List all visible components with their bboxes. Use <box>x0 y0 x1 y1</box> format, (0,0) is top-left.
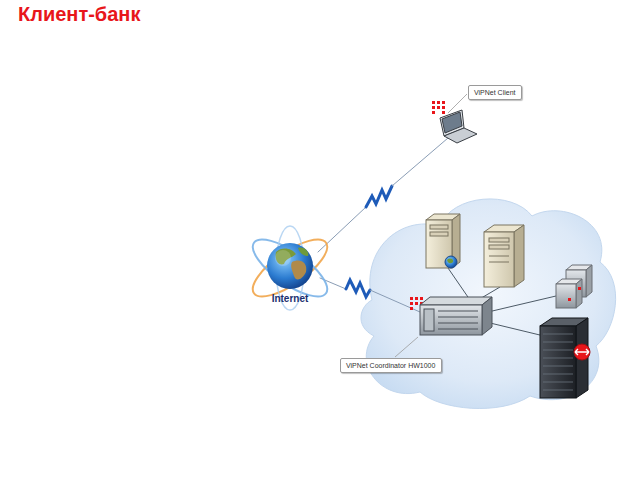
internet-globe <box>245 226 335 310</box>
server-tower <box>484 225 524 287</box>
storage-rack <box>540 318 590 398</box>
callout-label: ViPNet Client <box>468 85 522 100</box>
server-group <box>556 265 592 308</box>
web-server <box>426 214 460 268</box>
callout-label: ViPNet Coordinator HW1000 <box>340 358 442 373</box>
network-cloud <box>361 199 616 409</box>
slide-title: Клиент-банк <box>18 3 140 26</box>
node-label: ViPNet Client <box>474 88 516 97</box>
node-label: ViPNet Coordinator HW1000 <box>346 361 436 370</box>
node-label: Internet <box>271 293 310 305</box>
laptop-icon <box>440 110 477 143</box>
coordinator-device <box>420 297 492 335</box>
vipnet-mark <box>410 101 445 310</box>
internet-node: Internet <box>269 292 312 308</box>
leader-line <box>395 94 467 357</box>
